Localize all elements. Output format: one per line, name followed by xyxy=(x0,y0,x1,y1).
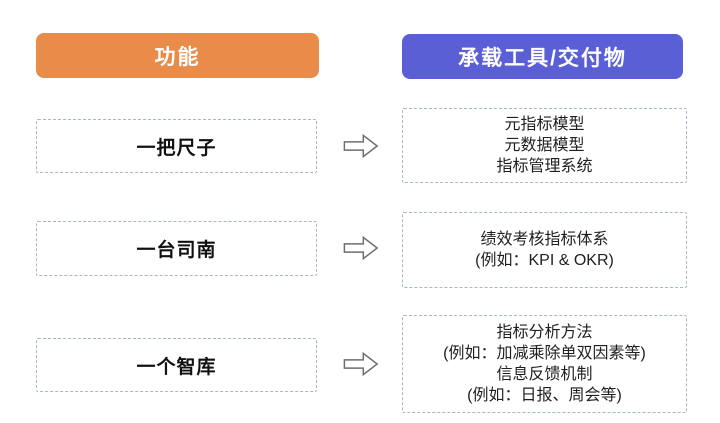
function-box-row3: 一个智库 xyxy=(36,338,317,392)
function-label: 一把尺子 xyxy=(136,137,217,159)
deliverable-line: 指标管理系统 xyxy=(496,158,593,175)
deliverable-line: (例如：日报、周会等) xyxy=(467,387,622,404)
deliverable-line: 元数据模型 xyxy=(504,137,585,154)
deliverables-box-row3: 指标分析方法 (例如：加减乘除单双因素等) 信息反馈机制 (例如：日报、周会等) xyxy=(402,315,687,413)
deliverable-line: 绩效考核指标体系 xyxy=(480,231,609,248)
function-box-row1: 一把尺子 xyxy=(36,119,317,173)
function-label: 一个智库 xyxy=(136,356,217,378)
deliverable-line: (例如：KPI & OKR) xyxy=(475,252,614,269)
deliverable-line: 元指标模型 xyxy=(504,116,585,133)
function-label: 一台司南 xyxy=(136,240,217,261)
right-arrow-icon xyxy=(343,236,379,260)
function-column-header: 功能 xyxy=(36,33,319,78)
deliverable-line: 信息反馈机制 xyxy=(496,366,593,383)
deliverable-line: (例如：加减乘除单双因素等) xyxy=(443,345,646,362)
deliverable-line: 指标分析方法 xyxy=(496,324,593,341)
deliverables-box-row1: 元指标模型 元数据模型 指标管理系统 xyxy=(402,108,687,183)
function-box-row2: 一台司南 xyxy=(36,221,317,276)
right-arrow-icon xyxy=(343,352,379,376)
right-arrow-icon xyxy=(343,134,379,158)
deliverables-header-label: 承载工具/交付物 xyxy=(458,46,627,70)
function-header-label: 功能 xyxy=(154,45,201,69)
deliverables-column-header: 承载工具/交付物 xyxy=(402,34,683,79)
deliverables-box-row2: 绩效考核指标体系 (例如：KPI & OKR) xyxy=(402,212,687,288)
